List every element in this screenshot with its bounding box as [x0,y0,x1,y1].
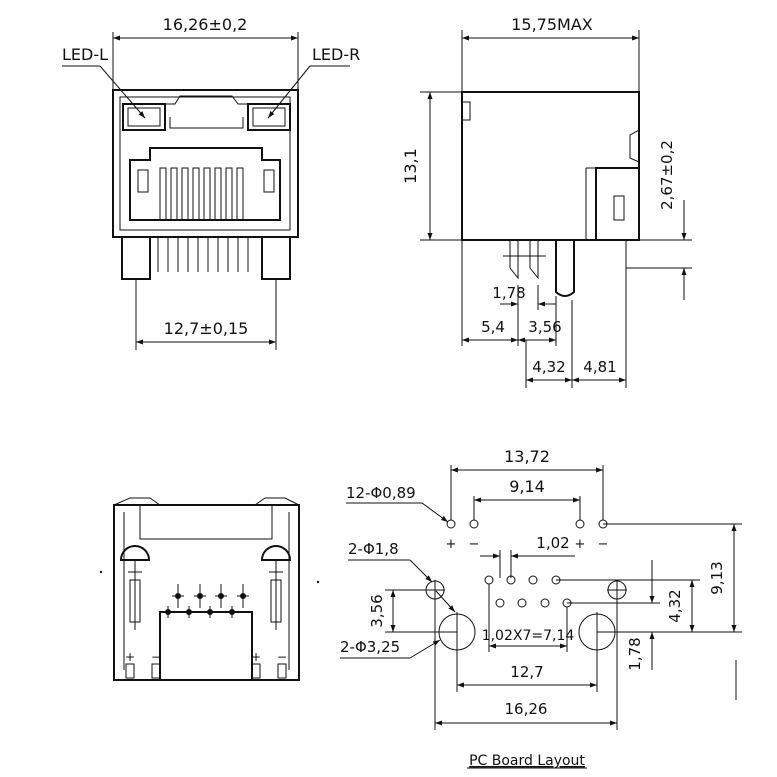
rear-plus-left: + [125,650,135,664]
rear-minus-left: − [151,650,161,664]
front-right-foot [261,236,291,280]
rear-pins [165,584,249,618]
rear-plus-right: + [251,650,261,664]
front-left-foot [121,236,151,280]
led-right-label: LED-R [312,45,360,64]
pcb-dim-178: 1,78 [626,637,644,670]
side-dim-3-56: 3,56 [528,318,561,336]
pcb-signal-holes [484,575,572,608]
pcb-holes-325: 2-Φ3,25 [340,638,400,656]
side-tab [595,167,640,241]
rear-led-left [119,545,151,630]
front-width-dim: 16,26±0,2 [163,15,248,34]
pcb-led-holes [446,519,608,529]
pcb-plus-right: + [575,537,586,552]
pcb-outer-span: 13,72 [504,447,550,466]
pcb-minus-left: − [469,537,480,552]
rear-led-right [260,545,292,630]
led-left-label: LED-L [62,45,108,64]
pcb-dim-127: 12,7 [510,663,543,681]
side-dim-5-4: 5,4 [481,318,505,336]
pcb-dim-913: 9,13 [708,561,726,594]
pcb-dim-432: 4,32 [666,589,684,622]
pcb-holes-089: 12-Φ0,89 [346,484,416,502]
pcb-holes-18: 2-Φ1,8 [348,540,399,558]
pcb-dim-356: 3,56 [368,594,386,627]
side-tab-dim: 2,67±0,2 [658,140,676,210]
side-dim-4-32: 4,32 [532,358,565,376]
pcb-led-pitch: 9,14 [509,477,545,496]
pcb-plus-left: + [446,537,457,552]
side-height-dim: 13,1 [401,148,420,184]
side-depth-dim: 15,75MAX [511,15,593,34]
side-housing [461,91,640,241]
side-view: 15,75MAX 13,1 2,67±0,2 1,78 [401,15,692,388]
pin-span-dim: 12,7±0,15 [164,319,249,338]
pcb-layout: 13,72 9,14 + − + − 12-Φ0,89 1,02 2-Φ1,8 [340,447,742,769]
led-right-window [247,103,291,131]
side-pin-offset-dim: 1,78 [492,284,525,302]
rear-minus-right: − [277,650,287,664]
led-left-window [122,103,166,131]
pcb-pin-row-dim: 1,02X7=7,14 [482,628,575,644]
pcb-dim-1626: 16,26 [505,700,548,718]
pcb-minus-right: − [598,537,609,552]
pcb-layout-title: PC Board Layout [469,753,585,769]
side-dim-4-81: 4,81 [583,358,616,376]
rear-view: + − + − [99,497,320,681]
front-view: 16,26±0,2 LED-L LED-R [62,15,360,350]
contact-fingers [159,167,244,221]
front-housing [112,89,299,238]
pcb-pitch-102: 1,02 [536,534,569,552]
